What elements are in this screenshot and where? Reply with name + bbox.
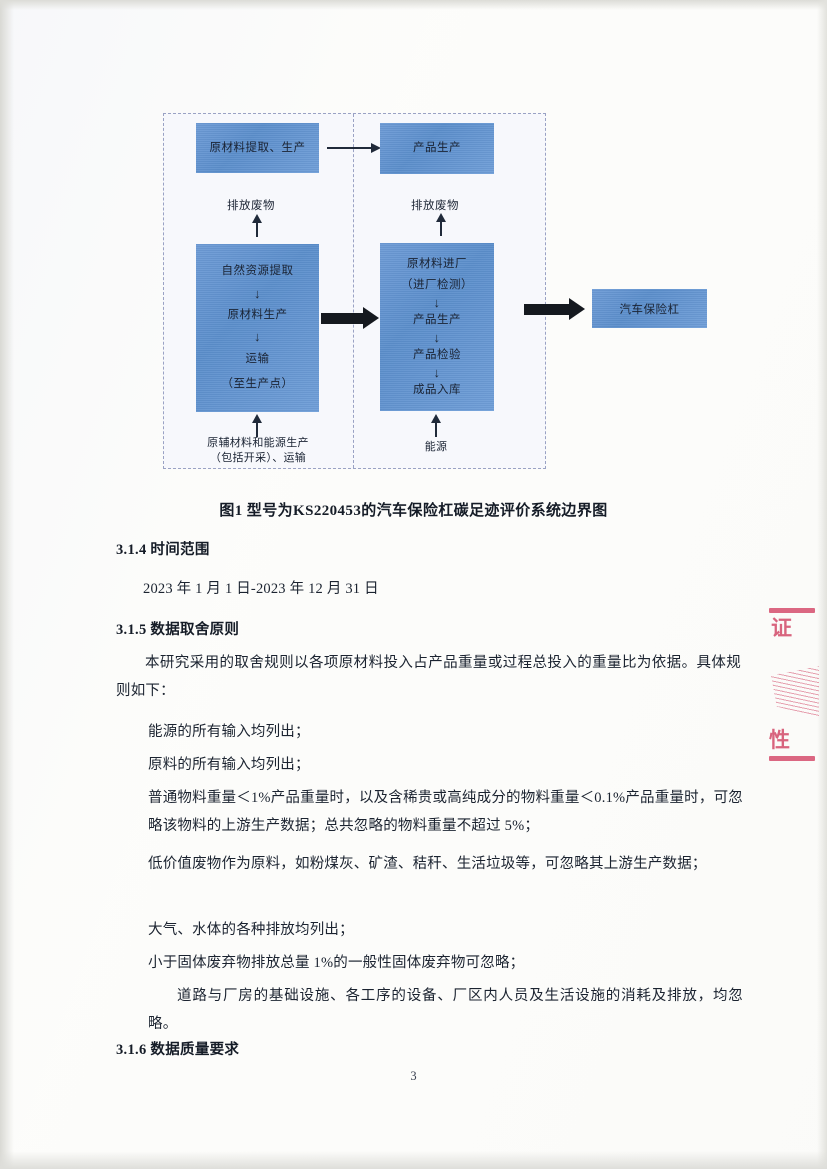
down-arrow-icon: ↓ (433, 330, 441, 346)
bottom-label-left-line2: （包括开采）、运输 (209, 452, 307, 465)
diagram-box-final-product: 汽车保险杠 (592, 289, 707, 328)
rule-item-4: 低价值废物作为原料，如粉煤灰、矿渣、秸秆、生活垃圾等，可忽略其上游生产数据； (148, 856, 707, 872)
seal-pattern (771, 666, 819, 718)
waste-label-right: 排放废物 (411, 200, 459, 212)
box-label: 汽车保险杠 (619, 303, 680, 316)
box-label: 产品生产 (413, 313, 461, 326)
diagram-box-upstream-extraction: 原材料提取、生产 (196, 123, 319, 173)
seal-band-bottom (769, 756, 815, 761)
scan-edge-left (0, 0, 14, 1169)
rule-item-5: 大气、水体的各种排放均列出； (148, 922, 354, 938)
box-label: （至生产点） (221, 378, 294, 391)
scan-edge-right (817, 0, 827, 1169)
down-arrow-icon: ↓ (254, 329, 261, 345)
box-label: （进厂检测） (401, 278, 473, 291)
rule-item-3: 普通物料重量＜1%产品重量时，以及含稀贵或高纯成分的物料重量＜0.1%产品重量时… (148, 790, 743, 834)
box-label: 原材料生产 (227, 308, 288, 321)
diagram-box-plant-detail: 原材料进厂 （进厂检测） ↓ 产品生产 ↓ 产品检验 ↓ 成品入库 (380, 243, 494, 411)
rule-item-2: 原料的所有输入均列出； (148, 757, 310, 773)
boundary-divider (353, 114, 354, 468)
seal-char-top: 证 (771, 616, 792, 640)
rule-item-6: 小于固体废弃物排放总量 1%的一般性固体废弃物可忽略； (148, 955, 525, 971)
waste-label-left: 排放废物 (227, 200, 275, 212)
rule-item-1: 能源的所有输入均列出； (148, 724, 310, 740)
bottom-label-left: 原辅材料和能源生产 （包括开采）、运输 (190, 436, 326, 467)
paragraph-time-range: 2023 年 1 月 1 日-2023 年 12 月 31 日 (143, 581, 379, 597)
down-arrow-icon: ↓ (433, 365, 441, 381)
down-arrow-icon: ↓ (254, 285, 261, 301)
system-boundary-diagram: 原材料提取、生产 产品生产 排放废物 排放废物 自然资源提取 ↓ 原材料生产 ↓… (163, 113, 546, 469)
heading-3-1-6: 3.1.6 数据质量要求 (116, 1042, 240, 1058)
down-arrow-icon: ↓ (433, 295, 441, 311)
page-number: 3 (410, 1069, 417, 1083)
paragraph-cutoff-intro: 本研究采用的取舍规则以各项原材料投入占产品重量或过程总投入的重量比为依据。具体规… (116, 655, 741, 699)
seal-band-top (769, 608, 815, 613)
box-label: 自然资源提取 (221, 265, 294, 278)
arrow-plant-to-final-product (524, 298, 586, 320)
heading-3-1-4: 3.1.4 时间范围 (116, 542, 210, 558)
box-label: 原材料进厂 (407, 257, 467, 270)
scan-edge-bottom (0, 1151, 827, 1169)
seal-char-bottom: 性 (769, 728, 790, 752)
scan-edge-top (0, 0, 827, 10)
figure-caption: 图1 型号为KS220453的汽车保险杠碳足迹评价系统边界图 (219, 503, 608, 519)
bottom-label-left-line1: 原辅材料和能源生产 (207, 437, 309, 449)
diagram-box-product-manufacture: 产品生产 (380, 123, 494, 174)
diagram-box-upstream-detail: 自然资源提取 ↓ 原材料生产 ↓ 运输 （至生产点） (196, 244, 319, 412)
box-label: 运输 (245, 352, 270, 365)
box-label: 成品入库 (413, 383, 461, 396)
arrow-upstream-to-plant (321, 307, 379, 329)
box-label: 产品生产 (413, 142, 461, 155)
box-label: 原材料提取、生产 (209, 141, 306, 154)
rule-item-7: 道路与厂房的基础设施、各工序的设备、厂区内人员及生活设施的消耗及排放，均忽略。 (148, 988, 743, 1032)
bottom-label-right: 能源 (424, 441, 448, 453)
red-seal-stamp: 证 性 (765, 596, 827, 786)
arrow-extraction-to-production (327, 143, 381, 153)
box-label: 产品检验 (413, 348, 461, 361)
heading-3-1-5: 3.1.5 数据取舍原则 (116, 622, 240, 638)
